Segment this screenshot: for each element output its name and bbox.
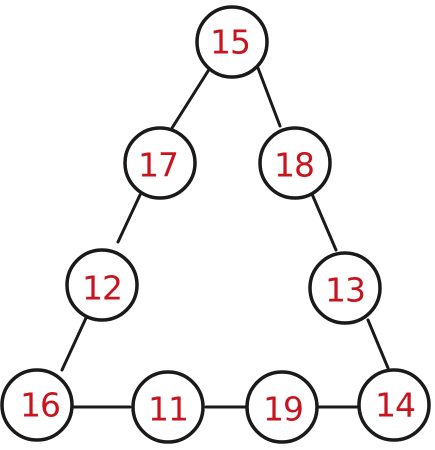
node-top: 15 [195, 5, 269, 79]
node-left-1: 17 [123, 126, 197, 200]
node-right-2: 13 [308, 251, 382, 325]
node-circle [131, 370, 205, 444]
node-right-1: 18 [258, 126, 332, 200]
node-circle [0, 368, 74, 442]
node-circle [357, 368, 431, 442]
node-circle [308, 251, 382, 325]
node-bottom-right: 14 [357, 368, 431, 442]
node-label: 15 [210, 23, 250, 62]
node-bottom-3: 19 [245, 370, 319, 444]
edge-left-1-left-2 [116, 193, 142, 244]
edges [60, 66, 390, 409]
node-label: 13 [325, 271, 365, 310]
node-circle [65, 248, 139, 322]
node-label: 16 [20, 386, 60, 425]
node-label: 12 [82, 269, 122, 308]
node-left-2: 12 [65, 248, 139, 322]
node-label: 18 [274, 146, 314, 185]
edge-top-left-1 [170, 66, 212, 130]
node-bottom-2: 11 [131, 370, 205, 444]
node-label: 14 [375, 386, 415, 425]
edge-top-right-1 [256, 66, 282, 128]
edge-left-2-bottom-left [60, 316, 88, 372]
node-circle [123, 126, 197, 200]
node-bottom-left: 16 [0, 368, 74, 442]
node-label: 11 [148, 390, 188, 429]
node-label: 17 [138, 146, 178, 185]
node-circle [245, 370, 319, 444]
edge-right-1-right-2 [310, 192, 338, 252]
node-circle [258, 126, 332, 200]
edge-right-2-bottom-right [366, 318, 390, 370]
node-label: 19 [263, 390, 303, 429]
node-circle [195, 5, 269, 79]
